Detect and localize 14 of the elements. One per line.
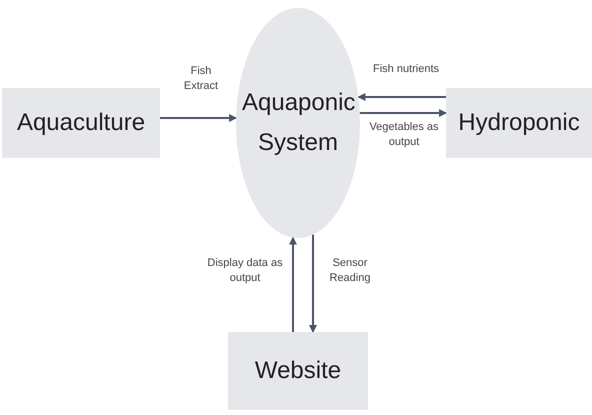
arrow — [309, 234, 317, 333]
edge-label: Fish Extract — [182, 64, 220, 94]
entity-box: Aquaculture — [2, 88, 160, 158]
edge-label: Display data as output — [206, 256, 284, 286]
edge-label: Fish nutrients — [372, 62, 440, 77]
edge-label: Sensor Reading — [328, 256, 372, 286]
edge-label: Vegetables as output — [368, 120, 440, 150]
entity-box: Hydroponic — [446, 88, 592, 158]
arrow — [289, 236, 297, 332]
arrow — [360, 109, 447, 117]
arrow — [357, 93, 446, 101]
process-ellipse: Aquaponic System — [236, 8, 360, 238]
arrow — [160, 114, 238, 122]
entity-box: Website — [228, 332, 368, 410]
